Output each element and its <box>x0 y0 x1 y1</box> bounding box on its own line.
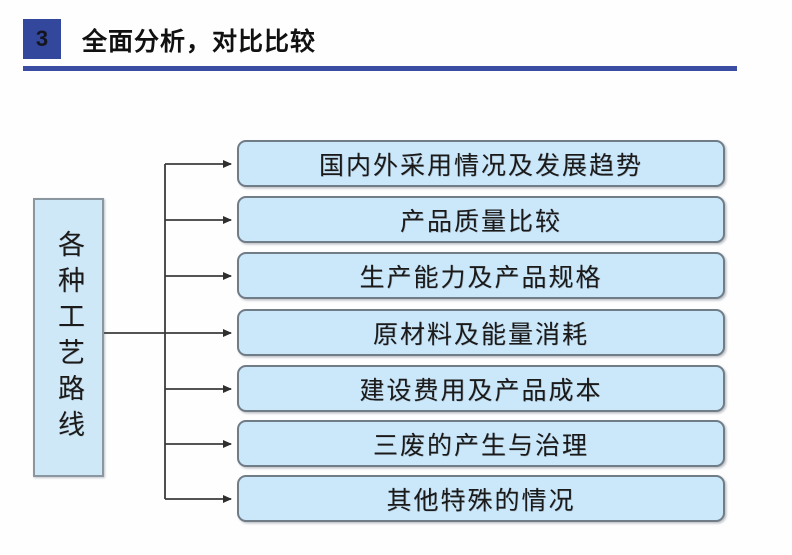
flow-item-label: 原材料及能量消耗 <box>372 321 589 349</box>
source-node-label: 各种工艺路线 <box>54 229 84 446</box>
flow-item-label: 其他特殊的情况 <box>386 487 576 515</box>
source-node[interactable]: 各种工艺路线 <box>33 198 104 477</box>
flow-item-label: 国内外采用情况及发展趋势 <box>318 152 643 180</box>
slide-header: 3 全面分析，对比比较 <box>0 0 792 78</box>
flow-item-2[interactable]: 产品质量比较 <box>237 196 725 243</box>
flow-item-label: 产品质量比较 <box>399 208 562 236</box>
page-title: 全面分析，对比比较 <box>82 28 317 56</box>
flow-item-6[interactable]: 三废的产生与治理 <box>237 420 725 467</box>
flow-item-4[interactable]: 原材料及能量消耗 <box>237 309 725 356</box>
flow-item-3[interactable]: 生产能力及产品规格 <box>237 252 725 299</box>
header-divider <box>23 66 737 71</box>
flow-item-label: 生产能力及产品规格 <box>359 264 603 292</box>
step-number-badge: 3 <box>23 19 61 59</box>
flow-item-1[interactable]: 国内外采用情况及发展趋势 <box>237 140 725 187</box>
flow-item-5[interactable]: 建设费用及产品成本 <box>237 365 725 412</box>
process-flow-diagram: 各种工艺路线 国内外采用情况及发展趋势 产品质量比较 生产能力及产品规格 原材料… <box>0 78 792 555</box>
flow-item-label: 建设费用及产品成本 <box>359 377 603 405</box>
flow-item-7[interactable]: 其他特殊的情况 <box>237 475 725 522</box>
flow-item-label: 三废的产生与治理 <box>372 432 589 460</box>
